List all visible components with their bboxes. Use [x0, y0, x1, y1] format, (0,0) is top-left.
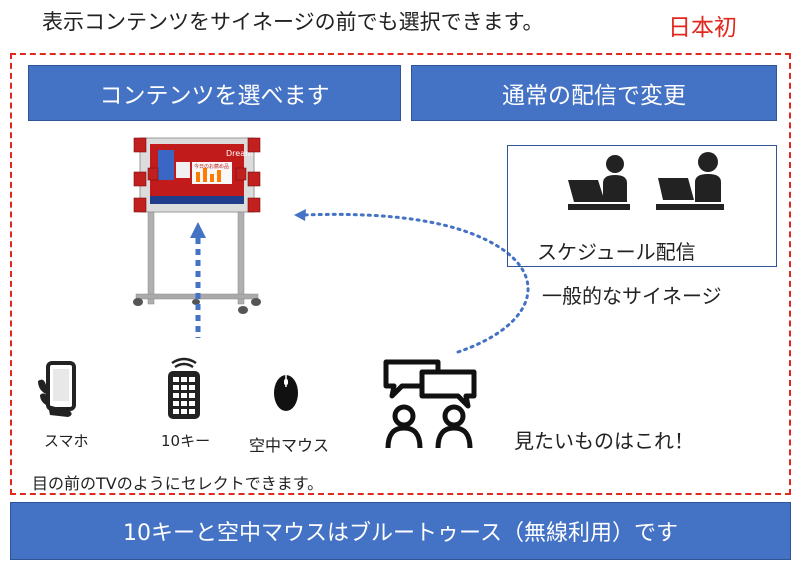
viewers-caption: 見たいものはこれ！	[514, 429, 694, 453]
general-signage-label: 一般的なサイネージ	[542, 284, 722, 308]
air-mouse-label: 空中マウス	[249, 436, 330, 455]
curved-arrow	[294, 209, 530, 354]
dashed-frame	[10, 53, 791, 495]
screen-brand: Dream	[226, 149, 253, 158]
change-delivery-box: 通常の配信で変更	[411, 65, 777, 121]
schedule-box	[507, 145, 777, 267]
remote-control-icon	[168, 357, 200, 419]
intro-text: 表示コンテンツをサイネージの前でも選択できます。	[42, 10, 544, 34]
screen-title: 今日のお薦め品	[194, 163, 229, 170]
people-chat-icon	[383, 359, 477, 449]
smartphone-icon	[38, 361, 76, 417]
japan-first-badge: 日本初	[668, 15, 737, 41]
up-arrow	[190, 222, 206, 338]
remote-control-label: 10キー	[161, 432, 211, 450]
schedule-label: スケジュール配信	[537, 240, 696, 264]
smartphone-label: スマホ	[44, 432, 89, 450]
select-contents-box: コンテンツを選べます	[28, 65, 401, 121]
change-delivery-label: 通常の配信で変更	[502, 83, 686, 109]
footer-text: 10キーと空中マウスはブルートゥース（無線利用）です	[123, 521, 678, 546]
signage-stand-illustration: Dream 今日のお薦め品	[133, 137, 261, 314]
mouse-icon	[274, 375, 298, 411]
schedulers-icon	[568, 152, 724, 210]
select-contents-label: コンテンツを選べます	[99, 83, 330, 109]
bottom-note: 目の前のTVのようにセレクトできます。	[32, 474, 324, 493]
footer-bar: 10キーと空中マウスはブルートゥース（無線利用）です	[10, 502, 791, 560]
